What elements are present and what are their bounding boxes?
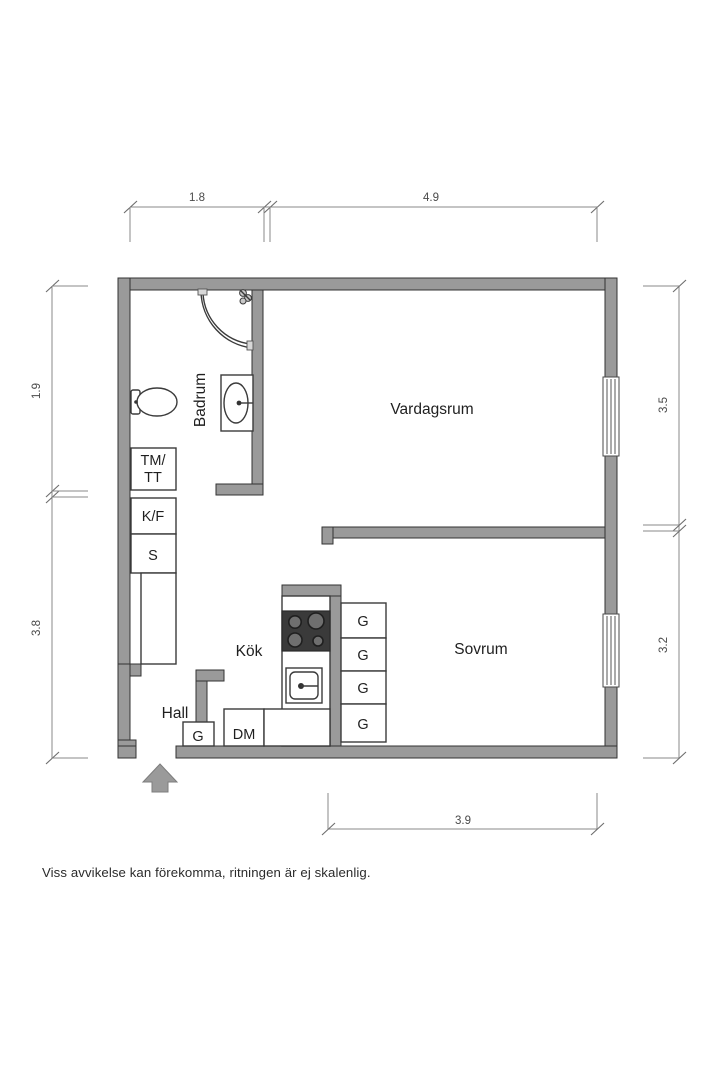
appliance-label-tt: TT (144, 470, 162, 486)
toilet-icon (130, 387, 178, 417)
window-living-room (602, 376, 620, 457)
appliance-dm (223, 708, 331, 747)
dimension-left-upper: 1.9 (31, 383, 43, 399)
bench (140, 572, 177, 665)
disclaimer-text: Viss avvikelse kan förekomma, ritningen … (42, 865, 371, 880)
room-label-hall: Hall (162, 705, 189, 722)
stove-icon (281, 610, 331, 652)
kitchen-sink-icon (285, 667, 323, 704)
appliance-label-g-2: G (357, 648, 368, 664)
dimension-bottom: 3.9 (455, 815, 471, 827)
washbasin-icon (220, 374, 254, 432)
appliance-label-kf: K/F (142, 509, 165, 525)
appliance-tm-tt (130, 447, 177, 491)
appliance-label-g-1: G (357, 614, 368, 630)
appliance-label-s: S (148, 548, 158, 564)
appliance-s (130, 533, 177, 574)
entrance-arrow-icon (141, 763, 179, 793)
room-label-badrum: Badrum (192, 373, 209, 427)
appliance-label-g-3: G (357, 681, 368, 697)
dimension-right: 3.5 3.2 (643, 279, 687, 765)
dimension-top: 1.8 4.9 (123, 192, 605, 242)
appliance-label-g-hall: G (192, 729, 203, 745)
window-bedroom (602, 613, 620, 688)
room-label-sovrum: Sovrum (454, 641, 507, 658)
appliance-label-dm: DM (233, 727, 256, 743)
dimension-right-upper: 3.5 (658, 397, 670, 413)
appliance-label-g-4: G (357, 717, 368, 733)
shower-icon (197, 288, 254, 351)
dimension-right-lower: 3.2 (658, 637, 670, 653)
dimension-top-right: 4.9 (423, 192, 439, 204)
appliance-label-tm: TM/ (141, 453, 167, 469)
room-label-vardagsrum: Vardagsrum (390, 401, 473, 418)
room-label-kok: Kök (236, 643, 263, 660)
dimension-top-left: 1.8 (189, 192, 205, 204)
cabinet-column (340, 602, 387, 743)
dimension-left-lower: 3.8 (31, 620, 43, 636)
dimension-left: 1.9 3.8 (31, 279, 88, 765)
shower-head-icon (239, 289, 252, 305)
interior-walls (129, 289, 606, 747)
appliance-g-hall (182, 721, 215, 747)
dimension-bottom: 3.9 (321, 793, 605, 836)
